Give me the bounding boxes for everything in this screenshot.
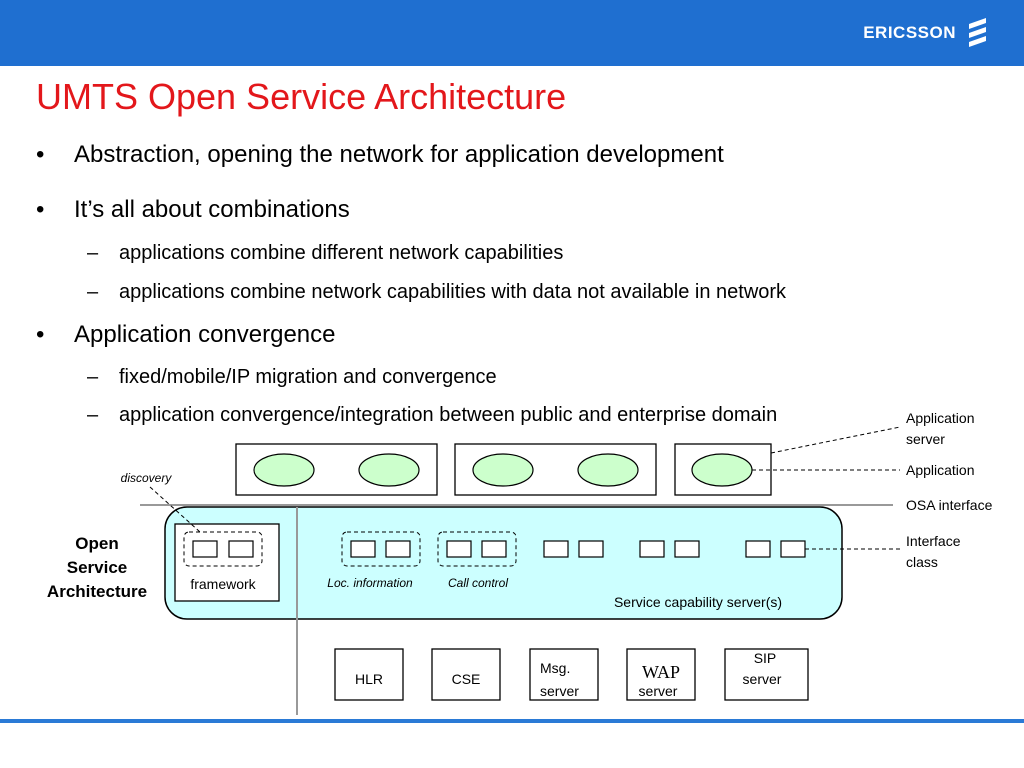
osa-label-line: Service [67, 558, 128, 577]
call-control-label: Call control [448, 576, 508, 590]
page-title: UMTS Open Service Architecture [36, 76, 567, 117]
interface-class-box [639, 540, 665, 558]
msg-server-box [529, 648, 599, 701]
osa-interface-label: OSA interface [906, 497, 993, 513]
discovery-label: discovery [121, 471, 173, 485]
framework-dashed-group [183, 531, 263, 567]
interface-class-box [674, 540, 700, 558]
call-control-dashed-group [437, 531, 517, 567]
application-ellipse [253, 453, 315, 487]
interface-class-box [192, 540, 218, 558]
wap-server-box [626, 648, 696, 701]
bullet-text: It’s all about combinations [74, 196, 350, 223]
sub-bullet-text: applications combine network capabilitie… [119, 281, 787, 303]
sub-bullet-text: applications combine different network c… [119, 242, 564, 264]
application-server-label: Application [906, 410, 975, 426]
application-ellipse [358, 453, 420, 487]
cse-label: CSE [452, 671, 481, 687]
wap-label: WAP [642, 662, 680, 682]
osa-label-line: Architecture [47, 582, 147, 601]
sub-bullet-text: fixed/mobile/IP migration and convergenc… [119, 366, 497, 388]
interface-class-box [578, 540, 604, 558]
interface-class-label: class [906, 554, 938, 570]
bullet-marker: • [36, 321, 45, 348]
application-ellipse [472, 453, 534, 487]
interface-class-box [481, 540, 507, 558]
cse-box [431, 648, 501, 701]
dash-marker: – [87, 242, 99, 264]
sip-server-box [724, 648, 809, 701]
footer-line [0, 719, 1024, 723]
discovery-pointer [149, 486, 201, 533]
sip-server-label: server [743, 671, 782, 687]
interface-class-box [780, 540, 806, 558]
loc-information-dashed-group [341, 531, 421, 567]
interface-class-box [350, 540, 376, 558]
brand-name: ERICSSON [863, 23, 956, 42]
dash-marker: – [87, 366, 99, 388]
msg-server-label: server [540, 683, 579, 699]
bullet-marker: • [36, 196, 45, 223]
bullet-text: Application convergence [74, 321, 336, 348]
interface-class-box [385, 540, 411, 558]
wap-server-label: server [639, 683, 678, 699]
sub-bullet-text: application convergence/integration betw… [119, 404, 778, 426]
interface-class-label: Interface [906, 533, 961, 549]
interface-class-box [228, 540, 254, 558]
framework-label: framework [190, 576, 256, 592]
hlr-label: HLR [355, 671, 383, 687]
interface-class-box [543, 540, 569, 558]
loc-information-label: Loc. information [327, 576, 413, 590]
sip-server-label: SIP [754, 650, 777, 666]
scs-label: Service capability server(s) [614, 594, 782, 610]
bullet-marker: • [36, 141, 45, 168]
header-bar [0, 0, 1024, 66]
ericsson-logo-icon [969, 18, 986, 47]
application-server-pointer [770, 426, 901, 454]
bullet-text: Abstraction, opening the network for app… [74, 141, 724, 168]
osa-label-line: Open [75, 534, 118, 553]
interface-class-box [446, 540, 472, 558]
msg-server-label: Msg. [540, 660, 570, 676]
dash-marker: – [87, 281, 99, 303]
application-server-label: server [906, 431, 945, 447]
application-ellipse [691, 453, 753, 487]
hlr-box [334, 648, 404, 701]
application-ellipse [577, 453, 639, 487]
interface-class-box [745, 540, 771, 558]
dash-marker: – [87, 404, 99, 426]
application-label: Application [906, 462, 975, 478]
scs-area [164, 506, 843, 620]
